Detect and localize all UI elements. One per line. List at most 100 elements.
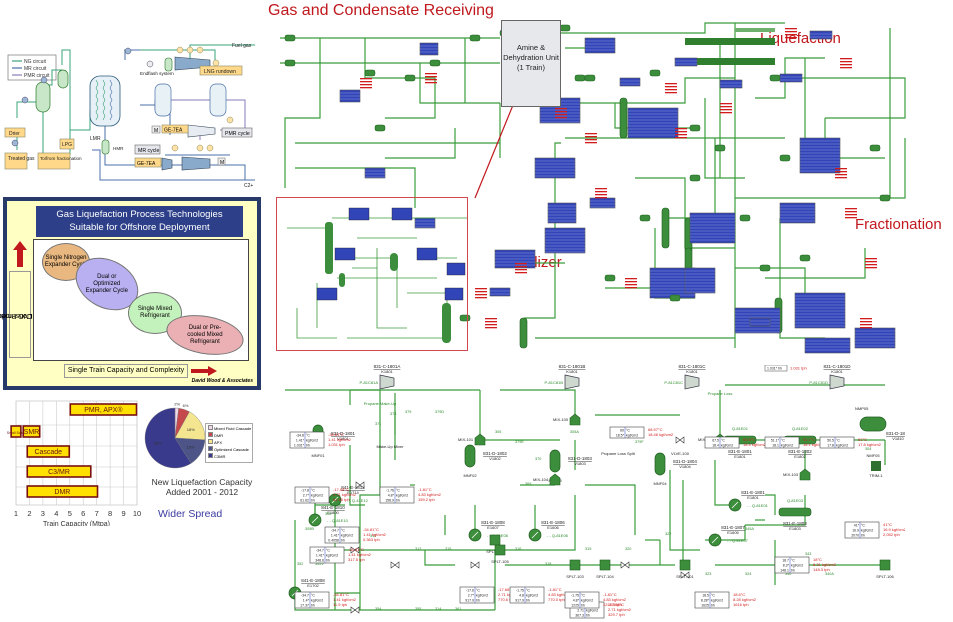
annotation-text: 18.6°C — [733, 592, 745, 597]
annotation-text: 8.31 kgf/cm2 — [813, 562, 837, 567]
stream-table — [674, 57, 698, 67]
table-value: 61.62 — [300, 499, 309, 503]
table-value: 67.5 — [712, 439, 719, 443]
annotation-text: 18°C — [813, 557, 822, 562]
equipment-icon — [639, 214, 651, 222]
pie-slice-label: 2% — [174, 402, 180, 407]
compressor-icon — [564, 374, 580, 390]
stream-label: 340 — [785, 572, 791, 576]
stream-data-table — [459, 586, 495, 604]
table-unit: t/h — [311, 499, 315, 503]
mixer-label: MIX-104 — [533, 477, 549, 482]
capacity-bar — [26, 445, 71, 458]
annotation-text — [785, 37, 797, 39]
compressor-feed-label: P-81C81C — [664, 380, 683, 385]
stream-label: 304 — [865, 447, 871, 451]
annotation-text — [360, 84, 372, 86]
table-unit: kgf/cm2 — [396, 494, 408, 498]
stream-table — [749, 317, 771, 327]
stabilizer-detail-diagram — [287, 207, 467, 343]
valve-icon — [675, 436, 685, 444]
table-unit: t/h — [526, 599, 530, 603]
drum-tag: 831-D-1804 — [673, 459, 697, 464]
annotation-text: 1233.8 tph — [603, 602, 622, 607]
annotation-text — [835, 174, 847, 176]
splitter-label: SPLT-104 — [596, 574, 614, 579]
table-value: 2.7* — [303, 494, 310, 498]
pump-icon — [146, 60, 154, 68]
annotation-text — [555, 111, 567, 113]
exchanger-tag: 831-E-1801 — [741, 490, 765, 495]
table-unit: t/h — [306, 444, 310, 448]
splitter-icon — [489, 534, 501, 546]
annotation-text: 61.65 tph — [333, 497, 350, 502]
compressor-id: K1801 — [566, 369, 578, 374]
annotation-text: 148.3 tph — [813, 567, 830, 572]
propane-refrigeration-pfd: 831-C-1801AK1801P-81C81A831-C-1801BK1801… — [285, 365, 905, 619]
pmr-exchanger-1 — [154, 83, 172, 117]
annotation-text — [675, 137, 687, 139]
tech-y-axis-label: Power Consumed perunit of LNG Produced — [0, 271, 54, 358]
drier-label: Drier — [9, 131, 20, 137]
tech-title-line-2: Suitable for Offshore Deployment — [69, 222, 210, 233]
table-unit: °C — [711, 594, 715, 598]
table-value: -17.8 — [301, 489, 309, 493]
x-tick-label: 2 — [27, 509, 31, 518]
lmr-label: LMR — [90, 136, 101, 142]
annotation-text — [720, 109, 732, 111]
stream-table — [584, 37, 616, 54]
annotation-text — [665, 92, 677, 94]
equipment-icon — [284, 59, 296, 67]
capacity-bar-label: PMR, APX® — [84, 406, 123, 414]
propane-loss-split-label: Propane Loss Split — [601, 451, 635, 456]
annotation-text — [720, 112, 732, 114]
compressor-feed-label: P-81C81D — [809, 380, 828, 385]
stream-data-table — [324, 526, 360, 544]
annotation-text — [845, 214, 857, 216]
exchanger-id: E1607 — [487, 525, 499, 530]
table-value: -34.8 — [296, 434, 304, 438]
capacity-bar-label: Cascade — [34, 449, 62, 456]
valve-icon — [390, 561, 400, 569]
valve-icon — [355, 481, 365, 489]
exchanger-tag: 831-E-1807 — [721, 525, 745, 530]
stabilizer-column — [519, 317, 528, 349]
lmr-heat-exchanger — [89, 75, 121, 127]
stream-label: 340A — [825, 572, 834, 576]
propane-annotations: -34.8°C1.41*kgf/cm21.031*t/h-34.81°C1.41… — [289, 365, 905, 619]
mr-compressor-2 — [181, 156, 211, 171]
lpg-box — [59, 138, 75, 150]
annotation-text — [860, 327, 872, 329]
exchanger-id: E1714 — [347, 490, 359, 495]
annotation-text — [555, 114, 567, 116]
annotation-text — [845, 208, 857, 210]
annotation-text: -1.81°C — [418, 487, 432, 492]
x-axis-label: Train Capacity (Mtpa) — [43, 521, 110, 526]
annotation-text: -34.81°C — [328, 432, 344, 437]
splitter-label: SPLT-101 — [676, 574, 694, 579]
propane-equipment: 831-C-1801AK1801P-81C81A831-C-1801BK1801… — [288, 365, 905, 614]
air-cooler-icon — [186, 46, 194, 54]
drum-tag: 831-D-1801 — [331, 431, 355, 436]
annotation-text: 159.2 tph — [418, 497, 435, 502]
annotation-text — [585, 142, 597, 144]
drum-id: V1802 — [489, 456, 501, 461]
right-arrow-icon — [191, 366, 217, 376]
tech-x-axis-label: Single Train Capacity and Complexity — [64, 364, 188, 378]
pie-legend: Mixed Fluid Cascade DMR APX Optimized Ca… — [205, 423, 253, 463]
stream-label: 379E — [515, 440, 524, 444]
distillation-column — [619, 97, 628, 139]
annotation-text — [845, 217, 857, 219]
capacity-bar — [22, 425, 41, 438]
kettle-arrow — [711, 536, 719, 544]
equipment-icon — [364, 69, 376, 77]
stream-label: 305B — [305, 527, 314, 531]
annotation-text — [720, 106, 732, 108]
endflash-label: Endflash system — [140, 71, 174, 76]
duty-label: Q-81E02 — [792, 426, 809, 431]
compressor-feed-label: P-81C81A — [360, 380, 379, 385]
annotation-text: 1.41 kgf/cm2 — [328, 437, 352, 442]
annotation-text — [625, 281, 637, 283]
mixer-label: MIX-103 — [783, 472, 799, 477]
equipment-icon — [574, 74, 586, 82]
